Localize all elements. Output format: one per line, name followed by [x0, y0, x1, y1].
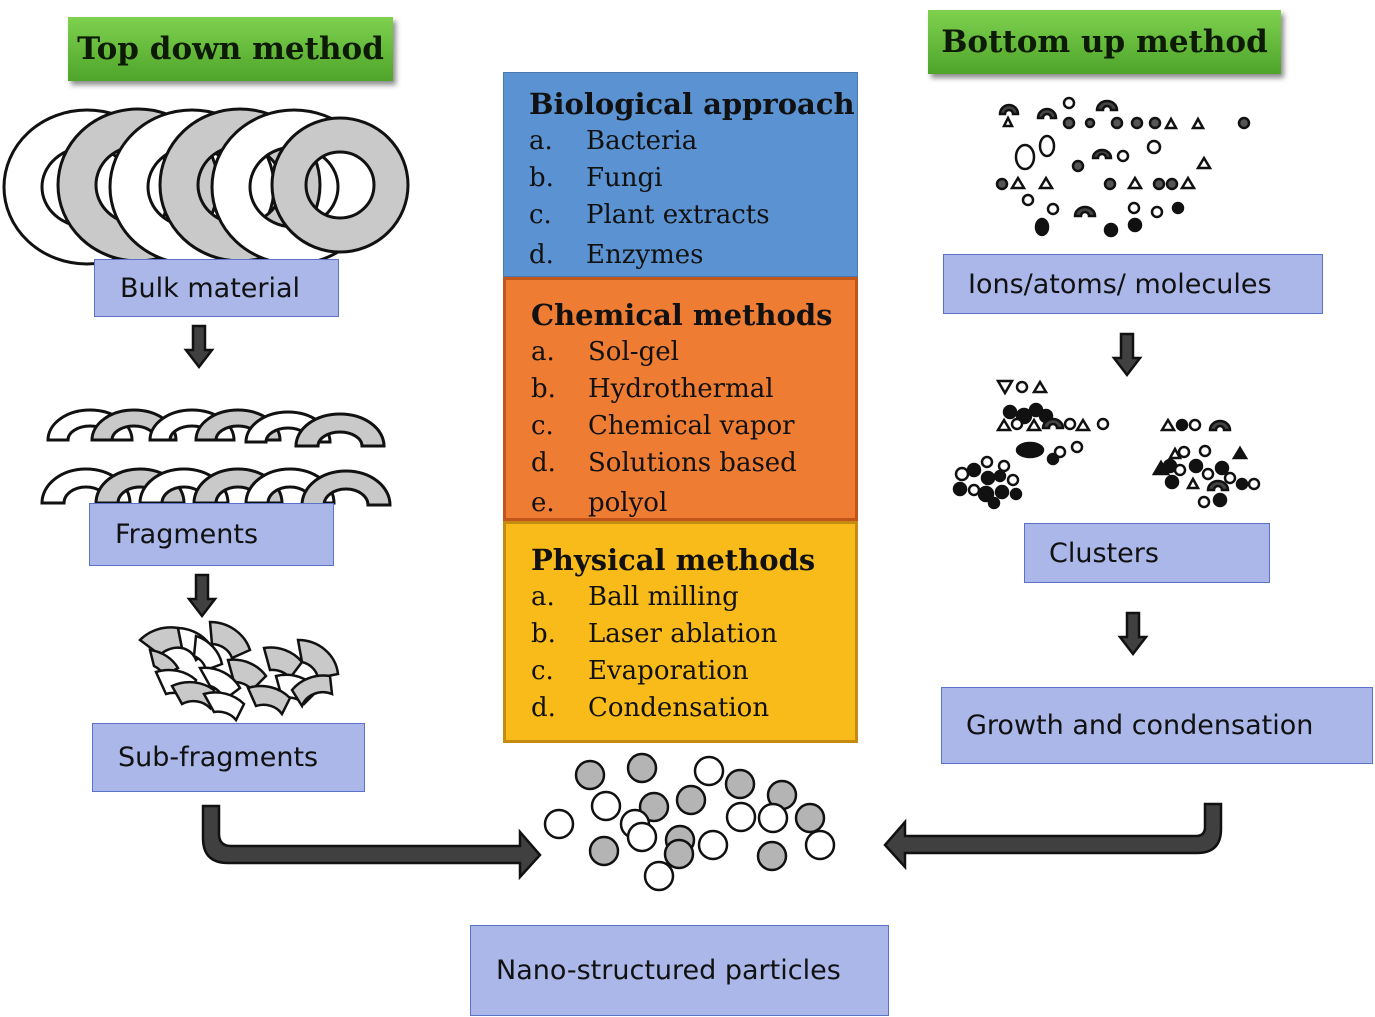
ions-atoms-molecules — [995, 96, 1251, 238]
clusters-group-left — [952, 379, 1110, 510]
top-down-title: Top down method — [68, 17, 393, 81]
list-item: a.Ball milling — [531, 582, 739, 612]
top-down-arrows — [183, 324, 218, 619]
result-nano-structured-particles: Nano-structured particles — [470, 925, 889, 1016]
biological-approach-title: Biological approach — [529, 87, 855, 121]
list-item: d.Enzymes — [529, 240, 704, 270]
list-item: c.Plant extracts — [529, 200, 770, 230]
bottom-up-arrows — [1111, 332, 1149, 657]
biological-approach-box: Biological approach a.Bacteria b.Fungi c… — [503, 72, 858, 277]
biological-list: a.Bacteria b.Fungi c.Plant extracts d.En… — [529, 123, 857, 274]
stage-bulk-material: Bulk material — [94, 259, 339, 317]
list-item: d.Condensation — [531, 693, 770, 723]
stage-sub-fragments: Sub-fragments — [92, 723, 365, 792]
arrow-ions-to-clusters — [1111, 332, 1143, 378]
list-item: d.Solutions based — [531, 448, 797, 478]
arrow-left-to-particles — [201, 804, 542, 881]
stage-clusters: Clusters — [1024, 523, 1270, 583]
clusters-group-right — [1151, 417, 1261, 509]
bottom-up-title: Bottom up method — [928, 10, 1281, 74]
list-item: c.Chemical vapor — [531, 411, 795, 441]
stage-ions-atoms-molecules: Ions/atoms/ molecules — [943, 254, 1323, 314]
arrow-fragments-to-subfragments — [186, 573, 218, 619]
arrow-clusters-to-growth — [1117, 611, 1149, 657]
bulk-material-rings — [2, 107, 410, 266]
chemical-list: a.Sol-gel b.Hydrothermal c.Chemical vapo… — [531, 334, 855, 522]
list-item: a.Bacteria — [529, 126, 698, 156]
physical-methods-box: Physical methods a.Ball milling b.Laser … — [503, 521, 858, 743]
list-item: c.Evaporation — [531, 656, 749, 686]
chemical-methods-box: Chemical methods a.Sol-gel b.Hydrotherma… — [503, 277, 858, 521]
fragments-arcs — [40, 408, 392, 507]
list-item: b.Laser ablation — [531, 619, 778, 649]
stage-fragments: Fragments — [89, 503, 334, 566]
sub-fragments-pieces — [138, 620, 340, 723]
list-item: e.polyol — [531, 488, 668, 518]
list-item: b.Fungi — [529, 163, 663, 193]
nano-particles — [543, 752, 836, 892]
ring-6 — [270, 116, 410, 254]
arrow-bulk-to-fragments — [183, 324, 215, 370]
list-item: a.Sol-gel — [531, 337, 679, 367]
list-item: b.Hydrothermal — [531, 374, 774, 404]
chemical-methods-title: Chemical methods — [531, 298, 833, 332]
physical-list: a.Ball milling b.Laser ablation c.Evapor… — [531, 579, 855, 727]
converging-arrows — [201, 802, 1223, 881]
physical-methods-title: Physical methods — [531, 543, 816, 577]
arrow-right-to-particles — [883, 802, 1223, 871]
stage-growth-condensation: Growth and condensation — [941, 687, 1373, 764]
